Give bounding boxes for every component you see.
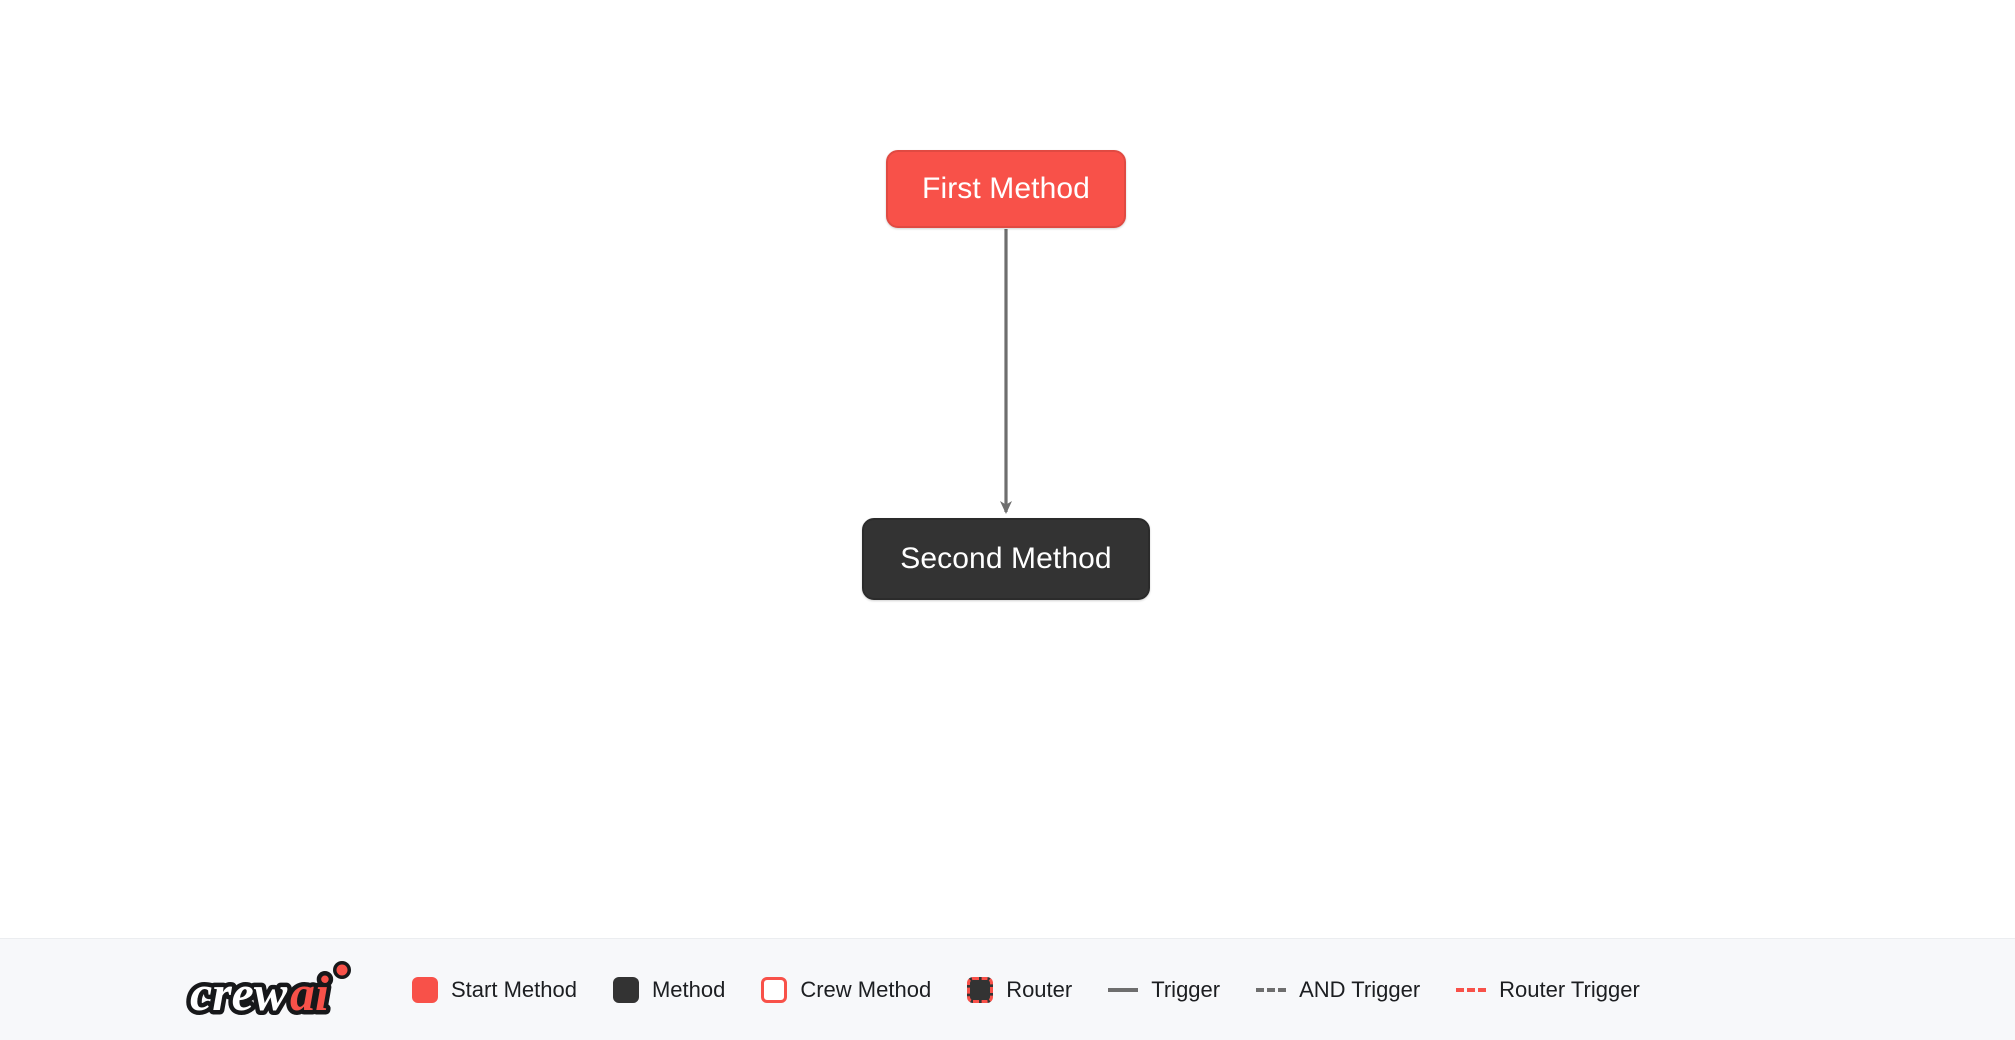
dashed-line-icon xyxy=(1256,987,1287,992)
legend-item-method[interactable]: Method xyxy=(612,976,726,1003)
edge-layer xyxy=(1000,229,1012,514)
legend-label: Trigger xyxy=(1151,976,1221,1002)
flow-canvas[interactable]: First Method Second Method xyxy=(0,0,2015,938)
svg-text:ai: ai xyxy=(290,965,329,1021)
legend-label: Router Trigger xyxy=(1499,976,1640,1002)
legend-bar: crew crew ai ai Start Method Method Crew… xyxy=(0,938,2015,1040)
flow-node-label: First Method xyxy=(922,172,1090,205)
legend-label: AND Trigger xyxy=(1299,976,1421,1002)
legend-label: Crew Method xyxy=(800,976,932,1002)
legend-label: Method xyxy=(651,976,726,1002)
legend-item-trigger[interactable]: Trigger xyxy=(1108,976,1221,1002)
flow-node-second-method[interactable]: Second Method xyxy=(862,518,1150,600)
red-dashed-line-icon xyxy=(1456,987,1487,992)
svg-text:crew: crew xyxy=(190,965,288,1021)
legend-label: Start Method xyxy=(451,976,577,1002)
dashed-border-square-icon xyxy=(967,976,994,1003)
svg-text:crew: crew xyxy=(190,965,288,1021)
legend-item-router[interactable]: Router xyxy=(967,976,1073,1003)
legend-item-start-method[interactable]: Start Method xyxy=(412,976,577,1003)
svg-text:ai: ai xyxy=(290,965,329,1021)
filled-red-square-icon xyxy=(412,976,438,1003)
legend-item-router-trigger[interactable]: Router Trigger xyxy=(1456,976,1640,1002)
flow-node-first-method[interactable]: First Method xyxy=(886,150,1126,228)
flow-node-label: Second Method xyxy=(900,542,1112,575)
legend-item-crew-method[interactable]: Crew Method xyxy=(761,976,932,1003)
outlined-red-square-icon xyxy=(761,976,788,1003)
filled-dark-square-icon xyxy=(612,976,639,1003)
crewai-logo: crew crew ai ai xyxy=(186,960,351,1025)
legend-item-and-trigger[interactable]: AND Trigger xyxy=(1256,976,1421,1002)
legend-items: Start Method Method Crew Method Router T… xyxy=(412,976,1640,1003)
solid-line-icon xyxy=(1108,987,1139,992)
legend-label: Router xyxy=(1006,976,1073,1002)
